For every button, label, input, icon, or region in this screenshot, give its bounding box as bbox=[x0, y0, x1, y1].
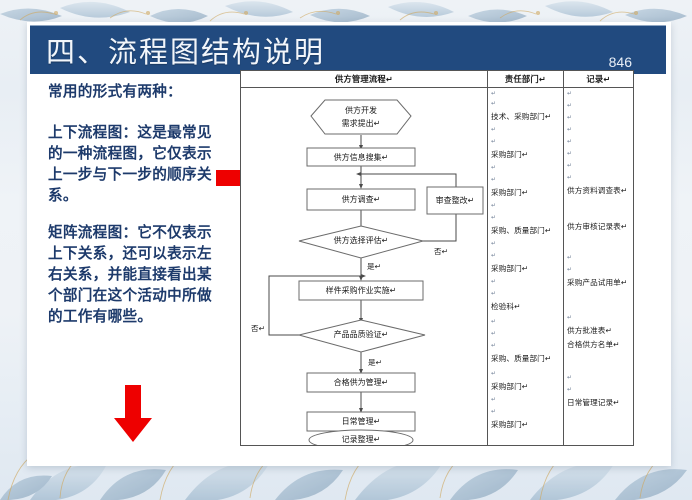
dept-entry-1: 技术、采购部门↵ bbox=[491, 112, 552, 121]
dept-pilcrow-6: ↵ bbox=[491, 177, 497, 183]
dept-pilcrow-11: ↵ bbox=[491, 279, 497, 285]
branch-label-no-1: 否↵ bbox=[434, 247, 448, 256]
rec-pilcrow-3: ↵ bbox=[567, 115, 573, 121]
page-number: 846 bbox=[608, 54, 632, 70]
flow-table-body: 供方开发 需求提出↵ 供方信息搜集↵ 供方调查↵ 供方选择评估↵ bbox=[241, 88, 633, 451]
paragraph-matrix-flowchart: 矩阵流程图：它不仅表示上下关系，还可以表示左右关系，并能直接看出某个部门在这个活… bbox=[48, 225, 212, 325]
flow-node-supplier-info-collection: 供方信息搜集↵ bbox=[306, 147, 416, 167]
supplier-management-flow-table: 供方管理流程↵ 责任部门↵ 记录↵ bbox=[240, 70, 634, 451]
dept-pilcrow-14: ↵ bbox=[491, 331, 497, 337]
flow-node-supplier-development-request: 供方开发 需求提出↵ bbox=[310, 99, 412, 135]
rec-pilcrow-7: ↵ bbox=[567, 163, 573, 169]
flow-node-7-label: 产品品质验证↵ bbox=[334, 329, 389, 339]
flow-node-qualified-supplier-management: 合格供为管理↵ bbox=[306, 372, 416, 393]
dept-entry-4: 采购、质量部门↵ bbox=[491, 226, 552, 235]
explanation-text-column: 常用的形式有两种： 上下流程图：这是最常见的一种流程图，它仅表示上一步与下一步的… bbox=[48, 82, 226, 344]
paragraph-vertical-flowchart: 上下流程图：这是最常见的一种流程图，它仅表示上一步与下一步的顺序关系。 bbox=[48, 125, 212, 204]
record-cell: ↵ ↵ ↵ ↵ ↵ ↵ ↵ ↵ 供方资料调查表↵ 供方审核记录表↵ ↵ ↵ 采购… bbox=[564, 88, 633, 445]
flow-table-header-row: 供方管理流程↵ 责任部门↵ 记录↵ bbox=[241, 71, 633, 88]
slide-title-bar: 四、流程图结构说明 846 bbox=[30, 25, 666, 74]
flow-node-2-label: 供方信息搜集↵ bbox=[334, 152, 389, 162]
red-down-arrow-icon bbox=[114, 385, 152, 442]
dept-pilcrow-3: ↵ bbox=[491, 127, 497, 133]
dept-entry-8: 采购部门↵ bbox=[491, 382, 529, 391]
dept-pilcrow-9: ↵ bbox=[491, 241, 497, 247]
flow-node-6-label: 样件采购作业实施↵ bbox=[326, 285, 397, 295]
flowchart-connectors bbox=[268, 135, 458, 441]
rec-entry-3: 采购产品试用单↵ bbox=[567, 278, 628, 287]
dept-pilcrow-17: ↵ bbox=[491, 397, 497, 403]
dept-pilcrow-12: ↵ bbox=[491, 291, 497, 297]
rec-pilcrow-13: ↵ bbox=[567, 387, 573, 393]
flow-node-10-label: 记录整理↵ bbox=[342, 434, 381, 444]
rec-pilcrow-6: ↵ bbox=[567, 151, 573, 157]
rec-entry-1: 供方资料调查表↵ bbox=[567, 186, 628, 195]
rec-entry-5: 合格供方名单↵ bbox=[567, 340, 620, 349]
responsible-department-cell: ↵ ↵ 技术、采购部门↵ ↵ ↵ 采购部门↵ ↵ ↵ 采购部门↵ ↵ ↵ 采购、… bbox=[488, 88, 564, 445]
flow-node-1-line2: 需求提出↵ bbox=[342, 118, 381, 128]
branch-label-yes-1: 是↵ bbox=[367, 262, 381, 271]
flow-node-sample-purchase-implementation: 样件采购作业实施↵ bbox=[298, 280, 424, 301]
rec-pilcrow-4: ↵ bbox=[567, 127, 573, 133]
rec-pilcrow-10: ↵ bbox=[567, 267, 573, 273]
dept-pilcrow-4: ↵ bbox=[491, 139, 497, 145]
flow-node-supplier-selection-evaluation: 供方选择评估↵ bbox=[298, 225, 424, 259]
rec-pilcrow-11: ↵ bbox=[567, 315, 573, 321]
branch-label-yes-2: 是↵ bbox=[368, 358, 382, 367]
rec-pilcrow-9: ↵ bbox=[567, 255, 573, 261]
dept-pilcrow-8: ↵ bbox=[491, 215, 497, 221]
dept-pilcrow-2: ↵ bbox=[491, 101, 497, 107]
dept-pilcrow-15: ↵ bbox=[491, 343, 497, 349]
flowchart-svg: 供方开发 需求提出↵ 供方信息搜集↵ 供方调查↵ 供方选择评估↵ bbox=[251, 99, 484, 451]
dept-entry-7: 采购、质量部门↵ bbox=[491, 354, 552, 363]
dept-pilcrow-18: ↵ bbox=[491, 409, 497, 415]
flow-node-4-label: 供方选择评估↵ bbox=[334, 235, 389, 245]
flow-node-supplier-survey: 供方调查↵ bbox=[306, 188, 416, 211]
flow-node-3-label: 供方调查↵ bbox=[342, 194, 381, 204]
header-cell-flow: 供方管理流程↵ bbox=[241, 71, 488, 87]
flow-node-daily-management: 日常管理↵ bbox=[306, 411, 416, 432]
rec-pilcrow-2: ↵ bbox=[567, 103, 573, 109]
dept-pilcrow-16: ↵ bbox=[491, 371, 497, 377]
rec-entry-4: 供方批准表↵ bbox=[567, 326, 612, 335]
rec-entry-2: 供方审核记录表↵ bbox=[567, 222, 628, 231]
dept-pilcrow-5: ↵ bbox=[491, 165, 497, 171]
flow-node-8-label: 合格供为管理↵ bbox=[334, 377, 389, 387]
rec-pilcrow-12: ↵ bbox=[567, 375, 573, 381]
flow-node-9-label: 日常管理↵ bbox=[342, 416, 381, 426]
header-cell-record: 记录↵ bbox=[586, 74, 611, 84]
flow-node-5-label: 审查整改↵ bbox=[436, 195, 475, 205]
rec-pilcrow-1: ↵ bbox=[567, 91, 573, 97]
dept-pilcrow-13: ↵ bbox=[491, 319, 497, 325]
dept-entry-5: 采购部门↵ bbox=[491, 264, 529, 273]
flow-node-product-quality-verification: 产品品质验证↵ bbox=[298, 319, 426, 353]
dept-pilcrow-7: ↵ bbox=[491, 203, 497, 209]
flow-node-review-rectification: 审查整改↵ bbox=[426, 186, 484, 215]
dept-pilcrow-1: ↵ bbox=[491, 91, 497, 97]
dept-entry-3: 采购部门↵ bbox=[491, 188, 529, 197]
branch-label-no-2: 否↵ bbox=[251, 324, 265, 333]
dept-entry-6: 检验科↵ bbox=[491, 302, 521, 311]
dept-entry-9: 采购部门↵ bbox=[491, 420, 529, 429]
rec-pilcrow-5: ↵ bbox=[567, 139, 573, 145]
page-title: 四、流程图结构说明 bbox=[46, 37, 326, 69]
rec-entry-6: 日常管理记录↵ bbox=[567, 398, 620, 407]
rec-pilcrow-8: ↵ bbox=[567, 175, 573, 181]
flow-node-1-line1: 供方开发 bbox=[345, 105, 377, 115]
flow-node-record-organization: 记录整理↵ bbox=[308, 429, 414, 451]
dept-entry-2: 采购部门↵ bbox=[491, 150, 529, 159]
paragraph-intro: 常用的形式有两种： bbox=[48, 84, 183, 100]
dept-pilcrow-10: ↵ bbox=[491, 253, 497, 259]
header-cell-department: 责任部门↵ bbox=[488, 71, 564, 87]
flowchart-diagram-cell: 供方开发 需求提出↵ 供方信息搜集↵ 供方调查↵ 供方选择评估↵ bbox=[241, 88, 488, 451]
